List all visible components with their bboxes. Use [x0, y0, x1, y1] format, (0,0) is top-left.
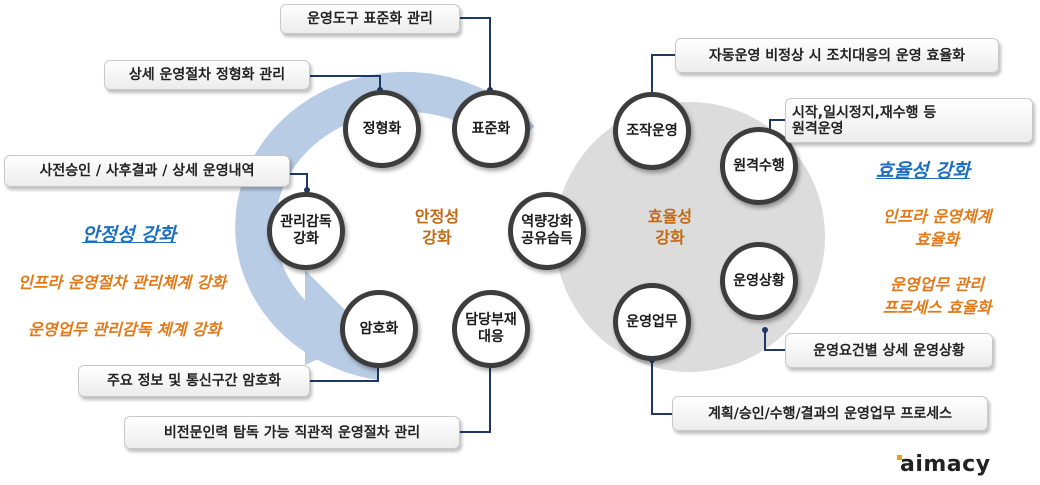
stability-point-1: 인프라 운영절차 관리체계 강화	[18, 273, 227, 292]
connector-work-process	[651, 360, 672, 415]
node-work: 운영업무	[613, 283, 691, 361]
stability-title: 안정성 강화	[82, 224, 177, 246]
connector-auto-emergency	[651, 54, 675, 95]
node-standardize: 정형화	[343, 90, 421, 168]
connector-tool-standard	[460, 17, 491, 90]
connector-procedure-formal	[310, 75, 381, 90]
node-normalize: 표준화	[452, 90, 530, 168]
node-operate: 조작운영	[613, 92, 691, 170]
brand-logo-dot	[897, 455, 902, 460]
stability-point-2: 운영업무 관리감독 체계 강화	[28, 320, 222, 339]
node-encrypt: 암호화	[340, 290, 418, 368]
brand-logo: aimacy	[900, 452, 991, 477]
node-status: 운영상황	[720, 242, 798, 320]
connectors	[290, 17, 785, 433]
box-approval-log: 사전승인 / 사후결과 / 상세 운영내역	[4, 155, 290, 187]
connector-intuitive	[460, 365, 491, 433]
box-procedure-formal: 상세 운영절차 정형화 관리	[104, 60, 310, 90]
efficiency-title: 효율성 강화	[876, 160, 971, 182]
connector-approval-log	[290, 173, 308, 190]
box-encryption: 주요 정보 및 통신구간 암호화	[78, 365, 310, 397]
box-intuitive-procedure: 비전문인력 탐독 가능 직관적 운영절차 관리	[124, 416, 460, 449]
box-status-detail: 운영요건별 상세 운영상황	[785, 333, 993, 368]
box-auto-emergency: 자동운영 비정상 시 조치대응의 운영 효율화	[675, 38, 999, 73]
box-work-process: 계획/승인/수행/결과의 운영업무 프로세스	[672, 396, 988, 431]
box-tool-standard: 운영도구 표준화 관리	[280, 4, 460, 34]
connector-status-detail	[764, 330, 785, 351]
